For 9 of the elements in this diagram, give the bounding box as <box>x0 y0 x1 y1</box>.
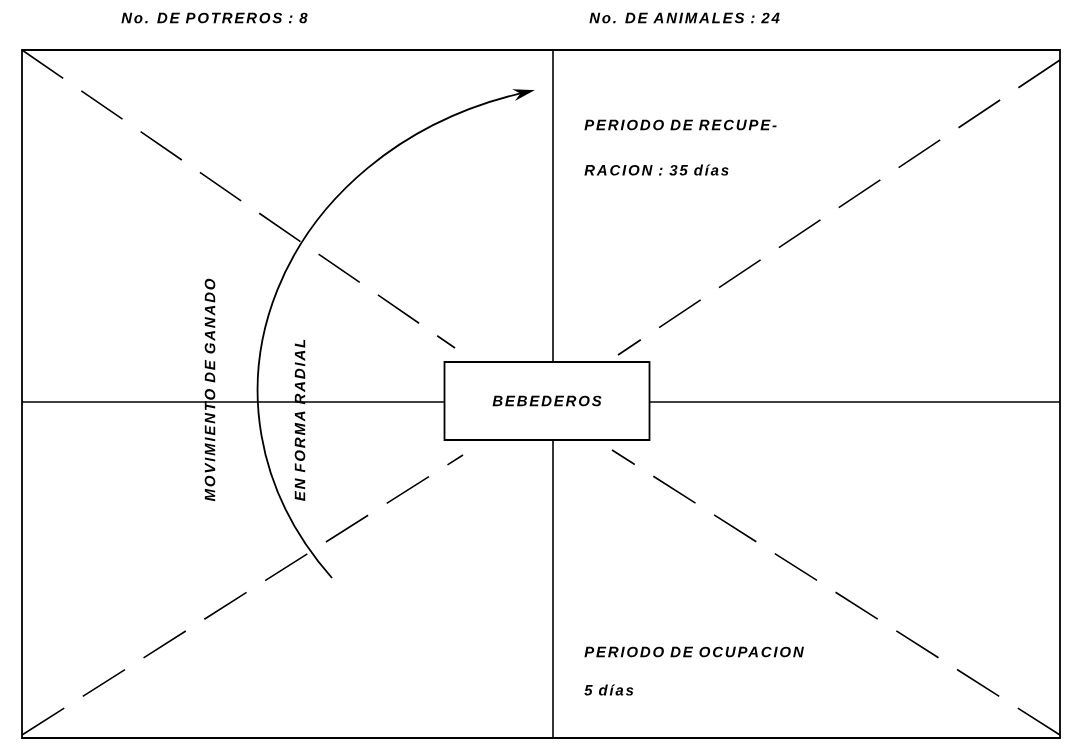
label: 5 días <box>584 684 634 696</box>
rotated-label: MOVIMIENTO DE GANADO <box>204 278 216 502</box>
rotated-label: EN FORMA RADIAL <box>294 339 306 501</box>
label: No. DE ANIMALES : 24 <box>589 12 780 24</box>
label: PERIODO DE OCUPACION <box>584 646 804 658</box>
label: PERIODO DE RECUPE- <box>584 119 777 131</box>
label: No. DE POTREROS : 8 <box>121 12 308 24</box>
water-trough-box: BEBEDEROS <box>443 361 651 441</box>
label: RACION : 35 días <box>584 164 729 176</box>
